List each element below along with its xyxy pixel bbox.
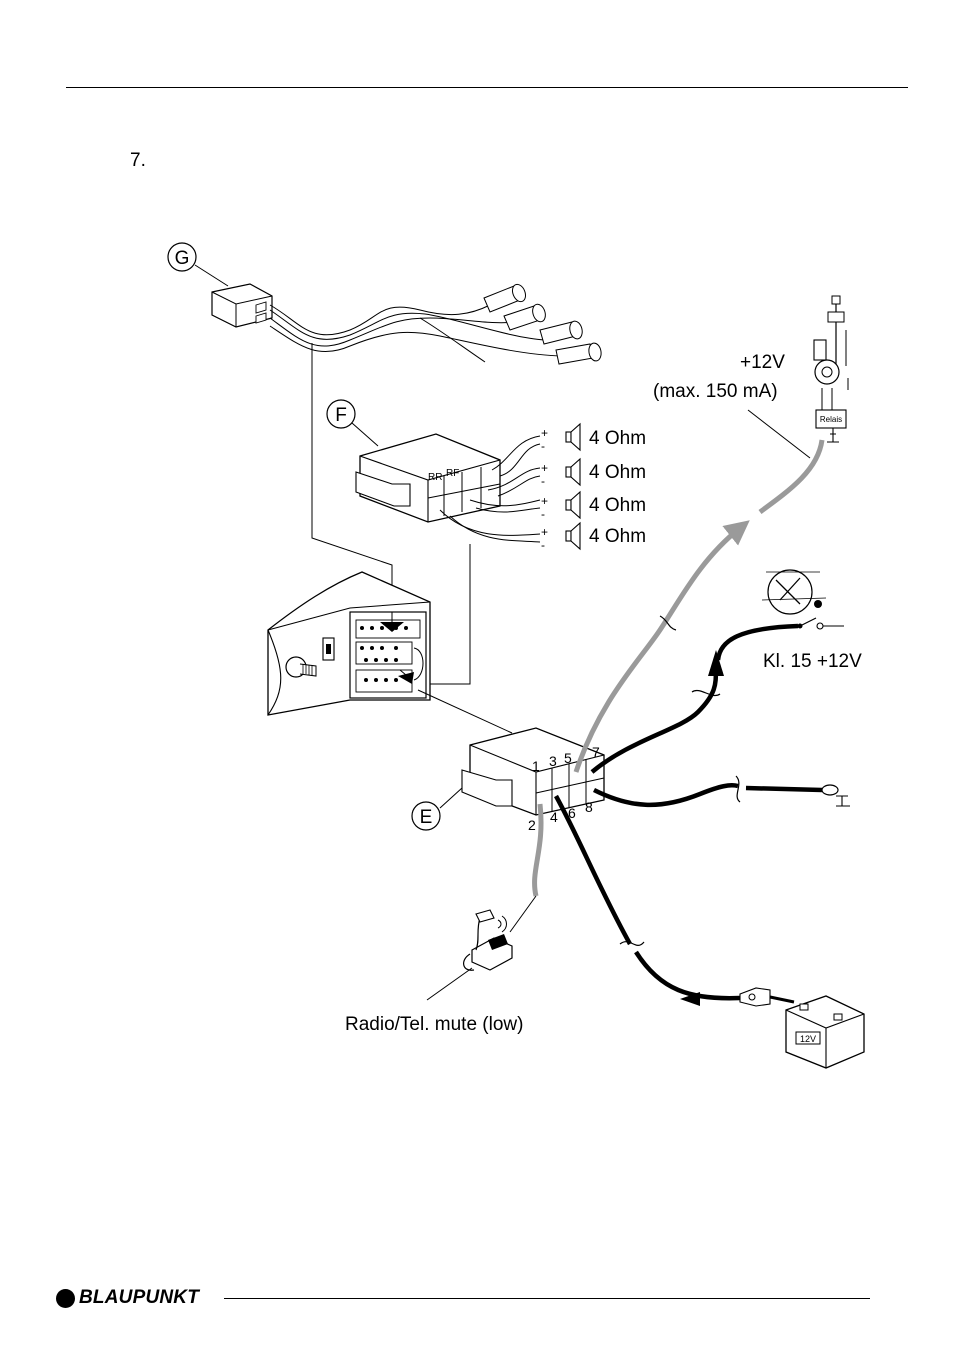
battery-wire (556, 796, 630, 944)
telephone (464, 910, 512, 970)
brand-name: BLAUPUNKT (79, 1287, 199, 1309)
speaker-icon (566, 492, 580, 518)
ignition-label: Kl. 15 +12V (763, 651, 862, 672)
wire-break-ignition (692, 690, 720, 695)
antenna-label-leader (748, 410, 810, 458)
connector-f-rf-label: RF (446, 468, 459, 479)
brand-logo: BLAUPUNKT (56, 1287, 199, 1309)
wire-break-ground (736, 776, 740, 802)
ground-lug (822, 785, 850, 806)
ground-wire-end (746, 788, 822, 790)
battery-fuse-holder (740, 988, 794, 1006)
battery-voltage-label: 12V (800, 1034, 816, 1044)
brand-dot-icon (56, 1289, 75, 1308)
speaker-2-label: 4 Ohm (589, 462, 646, 483)
battery-wire-lower (636, 952, 740, 998)
pin-3: 3 (549, 753, 557, 769)
antenna-current-label: (max. 150 mA) (653, 381, 778, 402)
callout-g-letter: G (175, 248, 190, 269)
svg-text:-: - (541, 439, 545, 453)
speaker-4-label: 4 Ohm (589, 526, 646, 547)
svg-text:-: - (541, 474, 545, 488)
wire-break-battery (620, 942, 644, 946)
callout-f-letter: F (335, 405, 347, 426)
speaker-icon (566, 424, 580, 450)
phone-wire-thin (510, 896, 536, 932)
svg-text:-: - (541, 507, 545, 521)
connector-f-rr-label: RR (428, 472, 442, 483)
antenna-voltage-label: +12V (740, 352, 785, 373)
svg-text:+: + (541, 461, 548, 475)
rca-adapter-cable: G (168, 243, 602, 610)
speaker-icon (566, 523, 580, 549)
ground-wire (594, 785, 738, 805)
svg-text:+: + (541, 494, 548, 508)
radio-to-connector-leader (418, 690, 512, 733)
svg-text:+: + (541, 426, 548, 440)
callout-e-letter: E (420, 807, 433, 828)
speaker-polarity-marks: +- +- +- +- (541, 426, 548, 552)
pin-1: 1 (532, 758, 540, 774)
ignition-switch (762, 570, 844, 629)
ignition-wire (592, 660, 716, 772)
speaker-symbols (566, 424, 580, 549)
car-battery: 12V (786, 996, 864, 1068)
pin-7: 7 (592, 744, 600, 760)
callout-e-leader (440, 788, 462, 808)
svg-text:+: + (541, 525, 548, 539)
speaker-3-label: 4 Ohm (589, 495, 646, 516)
callout-f-leader (352, 423, 378, 446)
radio-unit (268, 572, 430, 715)
phone-mute-label: Radio/Tel. mute (low) (345, 1014, 523, 1035)
svg-text:-: - (541, 538, 545, 552)
footer-rule (224, 1298, 870, 1299)
speaker-icon (566, 459, 580, 485)
rca-plug (484, 282, 602, 364)
iso-connector-e: E 1 3 5 7 2 4 6 8 (412, 690, 604, 833)
pin-5: 5 (564, 750, 572, 766)
callout-g-leader (195, 265, 228, 286)
speaker-1-label: 4 Ohm (589, 428, 646, 449)
antenna-wire-upper (760, 440, 822, 512)
antenna-relay-label: Relais (820, 415, 842, 424)
motor-antenna: Relais (814, 296, 848, 442)
pin-4: 4 (550, 809, 558, 825)
pin-2: 2 (528, 817, 536, 833)
pin-8: 8 (585, 799, 593, 815)
phone-label-leader (427, 968, 472, 1000)
